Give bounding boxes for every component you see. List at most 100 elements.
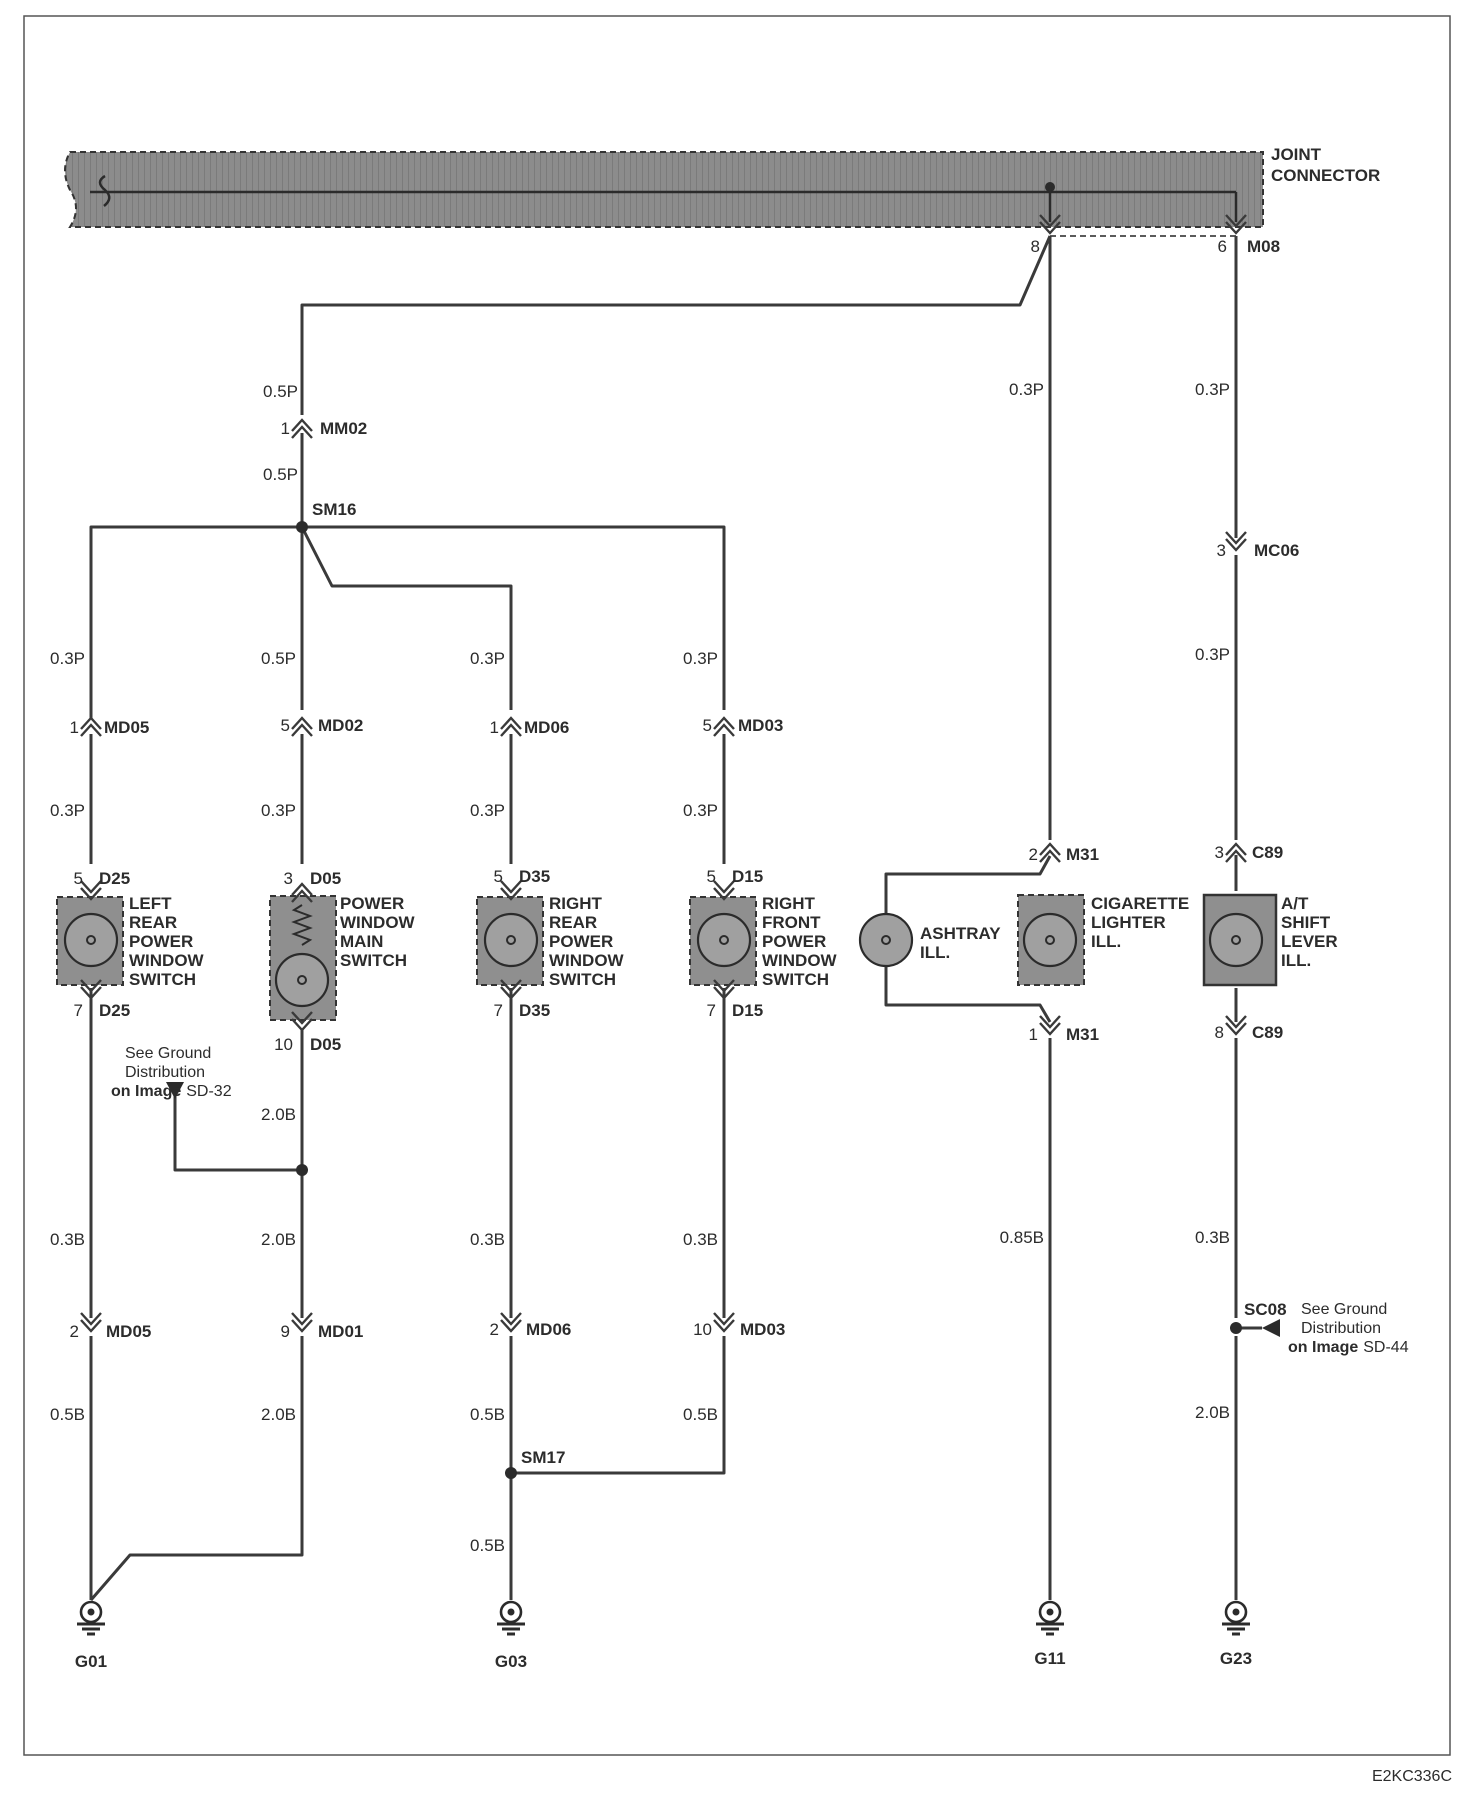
svg-text:5: 5 (281, 716, 290, 735)
svg-text:0.3P: 0.3P (1009, 380, 1044, 399)
svg-text:See Ground: See Ground (125, 1045, 211, 1062)
svg-text:0.5B: 0.5B (683, 1405, 718, 1424)
svg-text:10: 10 (274, 1035, 293, 1054)
svg-text:MD03: MD03 (740, 1320, 785, 1339)
svg-text:MC06: MC06 (1254, 541, 1299, 560)
ashtray-illumination-bulb (858, 912, 914, 968)
svg-text:MD06: MD06 (526, 1320, 571, 1339)
svg-text:0.3P: 0.3P (470, 649, 505, 668)
svg-text:8: 8 (1215, 1023, 1224, 1042)
svg-text:1: 1 (490, 718, 499, 737)
left-rear-power-window-switch (56, 879, 124, 1000)
svg-text:0.3P: 0.3P (470, 801, 505, 820)
right-front-power-window-switch (689, 879, 757, 1000)
page-border (23, 15, 1451, 1756)
svg-text:0.5B: 0.5B (470, 1405, 505, 1424)
ground-g03: G03 (495, 1600, 527, 1671)
svg-text:9: 9 (281, 1322, 290, 1341)
svg-text:0.85B: 0.85B (1000, 1228, 1044, 1247)
joint-connector (64, 151, 1264, 237)
svg-text:MD03: MD03 (738, 716, 783, 735)
connector-chevrons-lower (79, 1014, 1248, 1333)
cigarette-lighter-illumination (1017, 894, 1085, 986)
wire-size-labels: 0.5P 0.5P 0.3P 0.3P 0.5P 0.3P 0.3P 0.3P … (50, 380, 1230, 1555)
svg-text:0.3B: 0.3B (50, 1230, 85, 1249)
joint-pin-6: 6 (1218, 237, 1227, 256)
ground-arrow-sd44 (1262, 1319, 1280, 1337)
svg-text:0.3P: 0.3P (261, 801, 296, 820)
svg-text:5: 5 (494, 867, 503, 886)
splice-dot-sm17 (505, 1467, 517, 1479)
svg-text:G03: G03 (495, 1652, 527, 1671)
left-rear-switch-label: LEFT REAR POWER WINDOW SWITCH (129, 894, 208, 989)
svg-text:MD06: MD06 (524, 718, 569, 737)
svg-text:0.3B: 0.3B (1195, 1228, 1230, 1247)
svg-text:2: 2 (490, 1320, 499, 1339)
svg-text:7: 7 (74, 1001, 83, 1020)
at-shift-lever-label: A/T SHIFT LEVER ILL. (1281, 894, 1342, 970)
junction-dot-d05-ground (296, 1164, 308, 1176)
svg-text:2: 2 (70, 1322, 79, 1341)
ground-g23: G23 (1220, 1600, 1252, 1668)
svg-text:D05: D05 (310, 1035, 341, 1054)
svg-text:3: 3 (1217, 541, 1226, 560)
right-rear-power-window-switch (476, 879, 544, 1000)
svg-text:0.3P: 0.3P (683, 649, 718, 668)
svg-text:0.3P: 0.3P (1195, 380, 1230, 399)
svg-text:D25: D25 (99, 869, 130, 888)
svg-text:G23: G23 (1220, 1649, 1252, 1668)
svg-text:D35: D35 (519, 867, 550, 886)
joint-pin-8: 8 (1031, 237, 1040, 256)
svg-text:D35: D35 (519, 1001, 550, 1020)
connector-m08: M08 (1247, 237, 1280, 256)
ground-g11: G11 (1034, 1600, 1066, 1668)
svg-text:1: 1 (1029, 1025, 1038, 1044)
svg-text:C89: C89 (1252, 1023, 1283, 1042)
svg-text:0.5P: 0.5P (263, 465, 298, 484)
svg-text:1: 1 (70, 718, 79, 737)
connector-labels: 1 MM02 3 MC06 1 MD05 5 MD02 1 MD06 5 MD0… (70, 419, 1300, 1341)
svg-text:MD02: MD02 (318, 716, 363, 735)
svg-text:M31: M31 (1066, 845, 1099, 864)
svg-text:MD05: MD05 (104, 718, 149, 737)
svg-text:2.0B: 2.0B (261, 1405, 296, 1424)
svg-text:2.0B: 2.0B (261, 1105, 296, 1124)
splice-sm17-label: SM17 (521, 1448, 565, 1467)
right-rear-switch-label: RIGHT REAR POWER WINDOW SWITCH (549, 894, 628, 989)
svg-text:D15: D15 (732, 1001, 763, 1020)
power-window-main-switch (269, 882, 337, 1032)
svg-text:MD01: MD01 (318, 1322, 363, 1341)
svg-text:Distribution: Distribution (125, 1064, 205, 1081)
joint-connector-title-1: JOINT (1271, 145, 1322, 164)
svg-text:M31: M31 (1066, 1025, 1099, 1044)
splice-sm16-label: SM16 (312, 500, 356, 519)
main-switch-label: POWER WINDOW MAIN SWITCH (340, 894, 419, 970)
svg-text:D15: D15 (732, 867, 763, 886)
wires (89, 235, 1262, 1601)
right-front-switch-label: RIGHT FRONT POWER WINDOW SWITCH (762, 894, 841, 989)
svg-text:0.5B: 0.5B (470, 1536, 505, 1555)
ground-arrow-sd32 (166, 1082, 184, 1099)
document-code: E2KC336C (1372, 1768, 1452, 1785)
svg-text:2.0B: 2.0B (261, 1230, 296, 1249)
splice-sc08-label: SC08 (1244, 1300, 1287, 1319)
svg-text:0.3P: 0.3P (683, 801, 718, 820)
svg-text:2: 2 (1029, 845, 1038, 864)
cigarette-lighter-label: CIGARETTE LIGHTER ILL. (1091, 894, 1194, 951)
svg-text:C89: C89 (1252, 843, 1283, 862)
ashtray-label: ASHTRAY ILL. (920, 924, 1005, 962)
svg-text:0.3P: 0.3P (50, 649, 85, 668)
ground-g01: G01 (75, 1600, 107, 1671)
svg-text:1: 1 (281, 419, 290, 438)
svg-text:0.3B: 0.3B (683, 1230, 718, 1249)
svg-text:MD05: MD05 (106, 1322, 151, 1341)
svg-text:7: 7 (707, 1001, 716, 1020)
svg-text:0.5P: 0.5P (263, 382, 298, 401)
svg-text:0.3B: 0.3B (470, 1230, 505, 1249)
svg-text:0.3P: 0.3P (1195, 645, 1230, 664)
